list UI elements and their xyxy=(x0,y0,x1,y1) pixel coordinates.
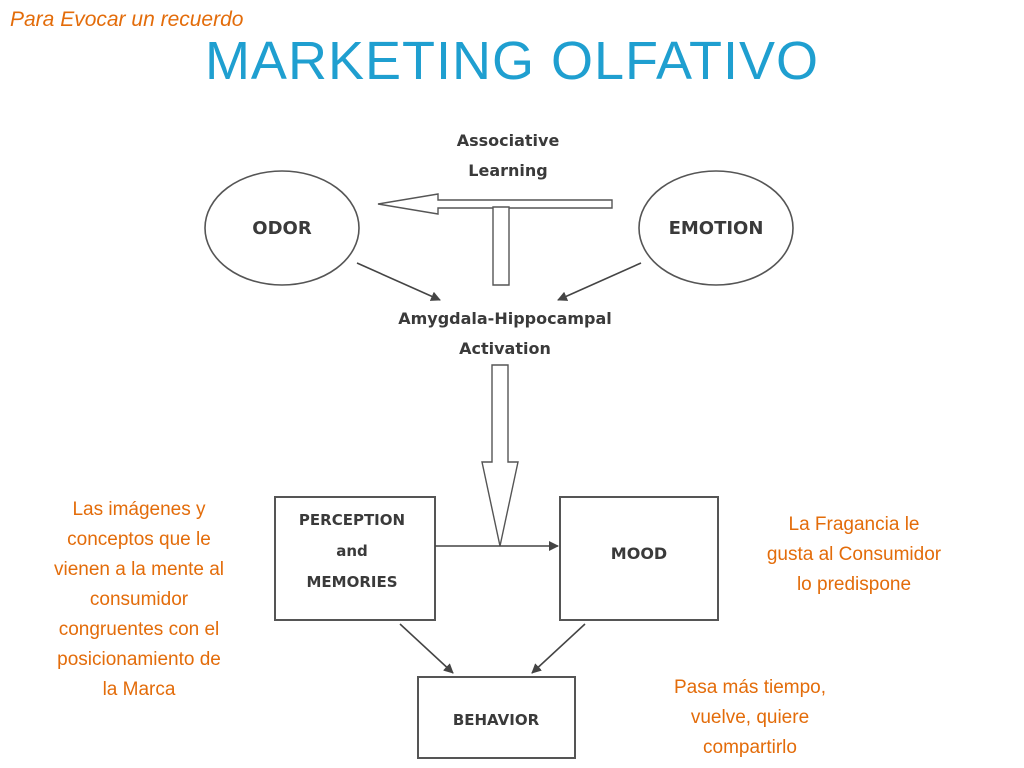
note-left: Las imágenes y conceptos que le vienen a… xyxy=(30,495,248,705)
odor-ellipse xyxy=(204,170,360,286)
perception-label-1: PERCEPTION xyxy=(299,511,405,529)
associative-label-2: Learning xyxy=(468,161,547,180)
perception-to-behavior-arrow xyxy=(399,623,454,674)
note-bottom-line: compartirlo xyxy=(703,737,797,758)
slide-subtitle: Para Evocar un recuerdo xyxy=(10,8,244,31)
mood-label: MOOD xyxy=(611,544,667,563)
note-right-line: lo predispone xyxy=(796,574,912,595)
note-left-line: consumidor xyxy=(89,589,189,610)
mood-box xyxy=(559,496,719,621)
note-bottom-line: vuelve, quiere xyxy=(690,707,810,728)
perception-box xyxy=(274,496,436,621)
odor-to-amygdala-arrow xyxy=(356,262,441,301)
note-left-line: la Marca xyxy=(102,679,176,700)
associative-learning-arrow xyxy=(377,193,613,215)
perception-label-3: MEMORIES xyxy=(306,573,397,591)
associative-label-1: Associative xyxy=(457,131,560,150)
amygdala-label-2: Activation xyxy=(459,339,551,358)
note-right-line: La Fragancia le xyxy=(788,514,920,535)
amygdala-label-1: Amygdala-Hippocampal xyxy=(398,309,612,328)
behavior-box xyxy=(417,676,576,759)
note-left-line: vienen a la mente al xyxy=(53,559,225,580)
odor-label: ODOR xyxy=(252,218,312,239)
slide-title: MARKETING OLFATIVO xyxy=(204,31,820,91)
activation-down-arrow xyxy=(481,364,519,547)
note-bottom: Pasa más tiempo, vuelve, quiere comparti… xyxy=(640,673,860,763)
note-left-line: posicionamiento de xyxy=(57,649,221,670)
emotion-to-amygdala-arrow xyxy=(557,262,642,301)
behavior-label: BEHAVIOR xyxy=(453,711,540,729)
note-left-line: conceptos que le xyxy=(67,529,211,550)
mood-to-behavior-arrow xyxy=(531,623,586,674)
emotion-ellipse xyxy=(638,170,794,286)
note-right-line: gusta al Consumidor xyxy=(766,544,942,565)
activation-arrow xyxy=(492,206,510,286)
note-left-line: Las imágenes y xyxy=(72,499,206,520)
note-bottom-line: Pasa más tiempo, xyxy=(673,677,827,698)
note-right: La Fragancia le gusta al Consumidor lo p… xyxy=(740,510,968,600)
emotion-label: EMOTION xyxy=(669,218,764,239)
perception-label-2: and xyxy=(336,542,368,560)
note-left-line: congruentes con el xyxy=(58,619,220,640)
